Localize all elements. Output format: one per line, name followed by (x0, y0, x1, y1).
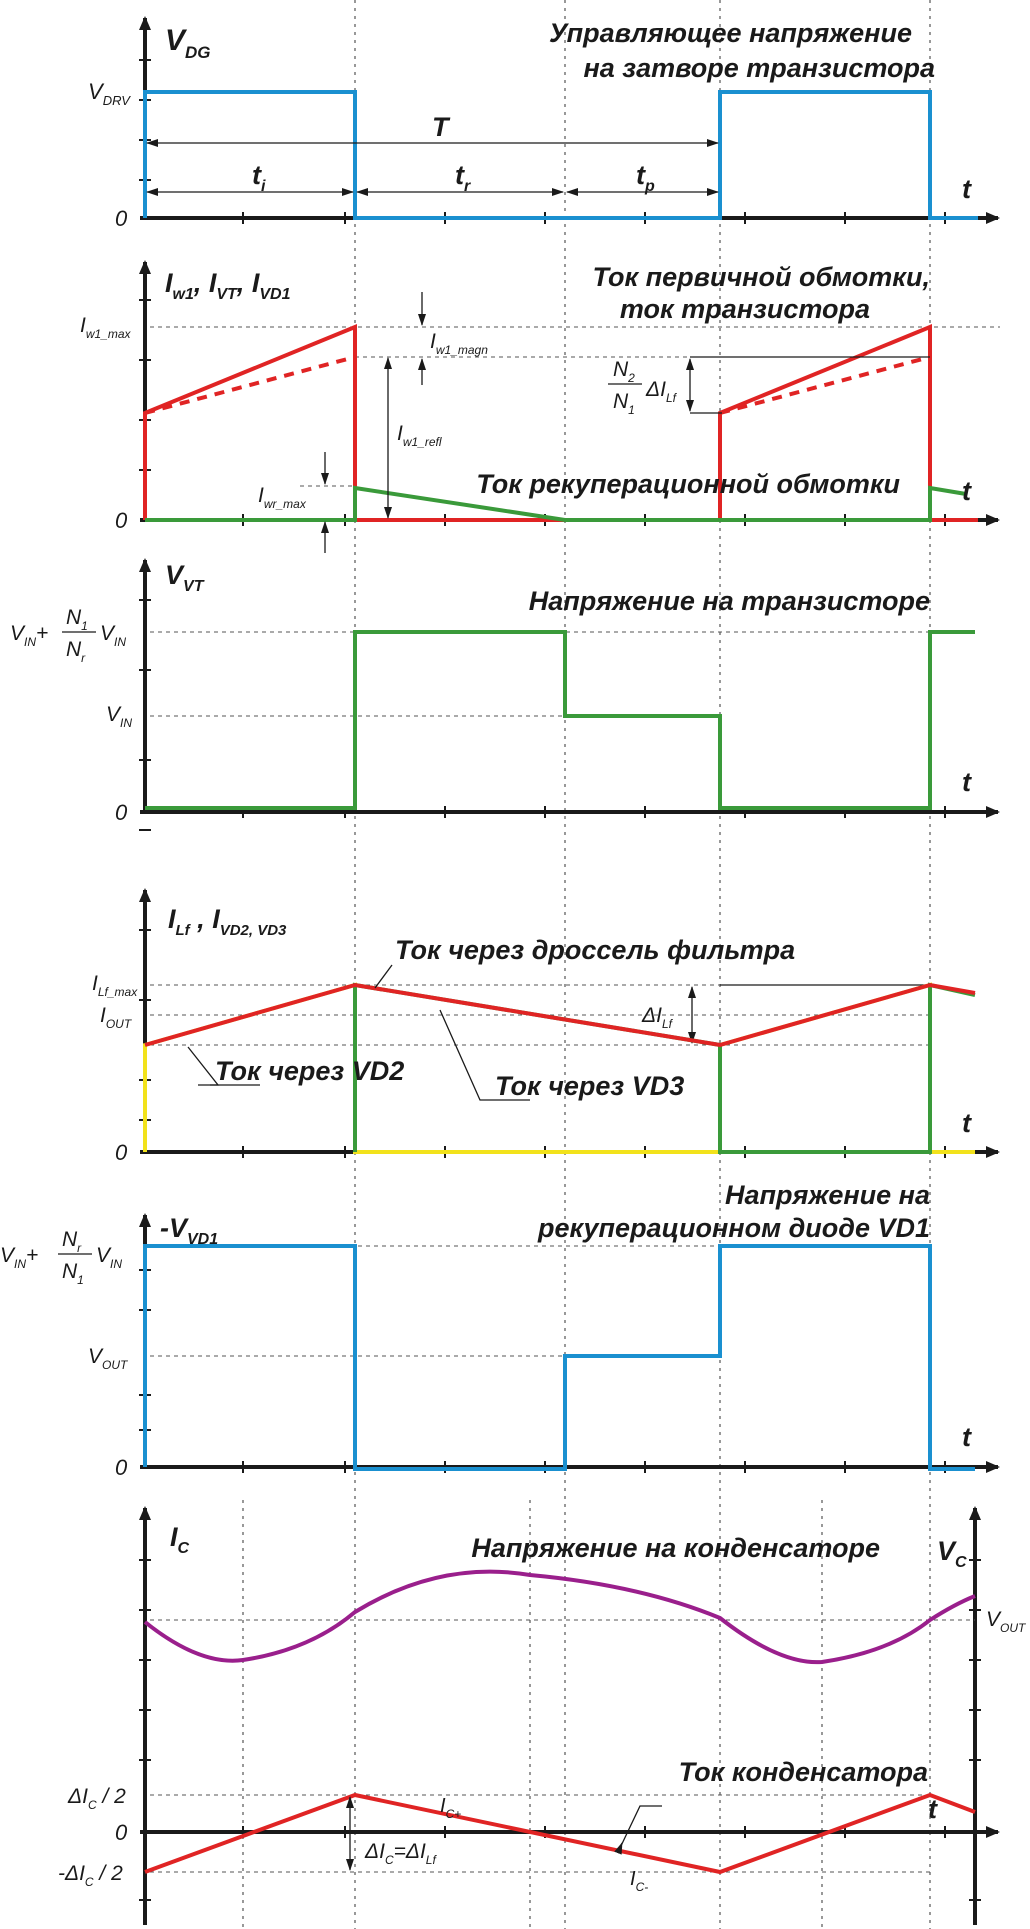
vin-plus-den: Nr (66, 638, 86, 665)
y-axis-label: -VVD1 (160, 1213, 218, 1248)
ic-plus-label: IC+ (440, 1795, 461, 1821)
period-label: T (432, 112, 451, 142)
ic-low-label: -ΔIC / 2 (58, 1862, 123, 1889)
zero-label: 0 (115, 1820, 128, 1845)
zero-label: 0 (115, 508, 128, 533)
title: Напряжение на конденсаторе (471, 1533, 880, 1563)
y-ticks (139, 599, 151, 831)
cap-current-title: Ток конденсатора (679, 1757, 928, 1787)
delta-label: ΔILf (641, 1004, 674, 1031)
y-axis-label: VDG (165, 24, 211, 62)
tr-label: tr (455, 160, 471, 195)
time-label: t (962, 174, 972, 204)
vdrv-label: VDRV (88, 79, 131, 108)
ratio-den: N1 (613, 390, 635, 417)
vin-plus-den: N1 (62, 1260, 84, 1287)
zero-label: 0 (115, 1140, 128, 1165)
recovery-title: Ток рекуперационной обмотки (476, 469, 900, 499)
cap-current-leader (619, 1805, 662, 1849)
y-right-label: VC (937, 1536, 967, 1571)
panel-transistor-voltage: VVT Напряжение на транзисторе VIN+ N1 Nr… (10, 558, 1000, 831)
transistor-voltage-waveform (145, 630, 975, 810)
title-line-2: рекуперационном диоде VD1 (537, 1213, 930, 1243)
wrmax-label: Iwr_max (258, 484, 307, 511)
vin-plus-num: Nr (62, 1228, 82, 1255)
vout-label: VOUT (88, 1345, 129, 1372)
panel-capacitor: IC VC Напряжение на конденсаторе VOUT То… (58, 1500, 1027, 1929)
capacitor-current-waveform (144, 1792, 976, 1875)
panel-recovery-diode-voltage: -VVD1 Напряжение на рекуперационном диод… (0, 1180, 1000, 1480)
iout-label: IOUT (100, 1004, 133, 1031)
diode-voltage-waveform (143, 1244, 975, 1471)
title-line-1: Напряжение на (725, 1180, 930, 1210)
vin-plus-tail: VIN (100, 622, 126, 649)
magn-label: Iw1_magn (430, 330, 488, 357)
capacitor-voltage-waveform (143, 1569, 976, 1665)
y-axis-label: ILf , IVD2, VD3 (168, 904, 287, 939)
reflected-current-dashed (144, 355, 356, 415)
reflected-current-dashed-2 (719, 355, 931, 415)
inductor-current-waveform (144, 982, 976, 1048)
vd2-leader (187, 1046, 220, 1086)
vin-plus-label: VIN+ (0, 1244, 38, 1271)
delta-ic-label: ΔIC=ΔILf (364, 1840, 437, 1867)
panel-inductor-current: ILf , IVD2, VD3 Ток через дроссель фильт… (92, 888, 1000, 1165)
ilfmax-label: ILf_max (92, 972, 138, 999)
vd2-label: Ток через VD2 (215, 1056, 404, 1086)
time-label: t (962, 1108, 972, 1138)
recovery-current-waveform (145, 485, 967, 522)
tp-label: tp (636, 160, 655, 195)
title-line-1: Ток первичной обмотки, (593, 262, 931, 292)
ic-minus-label: IC- (630, 1868, 648, 1894)
gate-drive-waveform (143, 90, 978, 220)
vd3-current-waveform (353, 982, 976, 1154)
inductor-leader (374, 964, 393, 989)
time-guides (354, 0, 931, 1929)
inductor-title: Ток через дроссель фильтра (395, 935, 795, 965)
x-ticks (242, 212, 946, 224)
y-axis-label: Iw1, IVT, IVD1 (165, 268, 291, 303)
time-label: t (962, 476, 972, 506)
vd3-leader (439, 1009, 530, 1101)
title-line-1: Управляющее напряжение (549, 18, 912, 48)
title-line-2: ток транзистора (620, 294, 870, 324)
ratio-delta: ΔILf (645, 378, 678, 405)
cap-current-leader-tip (614, 1842, 623, 1855)
ic-high-label: ΔIC / 2 (67, 1785, 126, 1812)
vout-label: VOUT (986, 1608, 1027, 1635)
time-label: t (962, 1422, 972, 1452)
refl-label: Iw1_refl (397, 422, 442, 449)
ratio-num: N2 (613, 358, 635, 385)
title: Напряжение на транзисторе (529, 586, 930, 616)
iw1max-label: Iw1_max (80, 314, 132, 341)
time-label: t (962, 767, 972, 797)
zero-label: 0 (115, 800, 128, 825)
panel-gate-voltage: VDG Управляющее напряжение на затворе тр… (88, 16, 1000, 231)
time-label: t (928, 1794, 938, 1824)
vin-label: VIN (106, 703, 132, 730)
y-axis-label: IC (170, 1522, 190, 1557)
zero-label: 0 (115, 1455, 128, 1480)
vd3-label: Ток через VD3 (495, 1071, 684, 1101)
ti-label: ti (252, 160, 266, 195)
y-ticks (139, 1559, 981, 1901)
y-axis-label: VVT (165, 560, 205, 595)
zero-label: 0 (115, 206, 128, 231)
title-line-2: на затворе транзистора (583, 53, 935, 83)
vin-plus-num: N1 (66, 606, 88, 633)
vin-plus-tail: VIN (96, 1244, 122, 1271)
vin-plus-label: VIN+ (10, 622, 48, 649)
panel-primary-current: Iw1, IVT, IVD1 Ток первичной обмотки, то… (80, 260, 1000, 553)
